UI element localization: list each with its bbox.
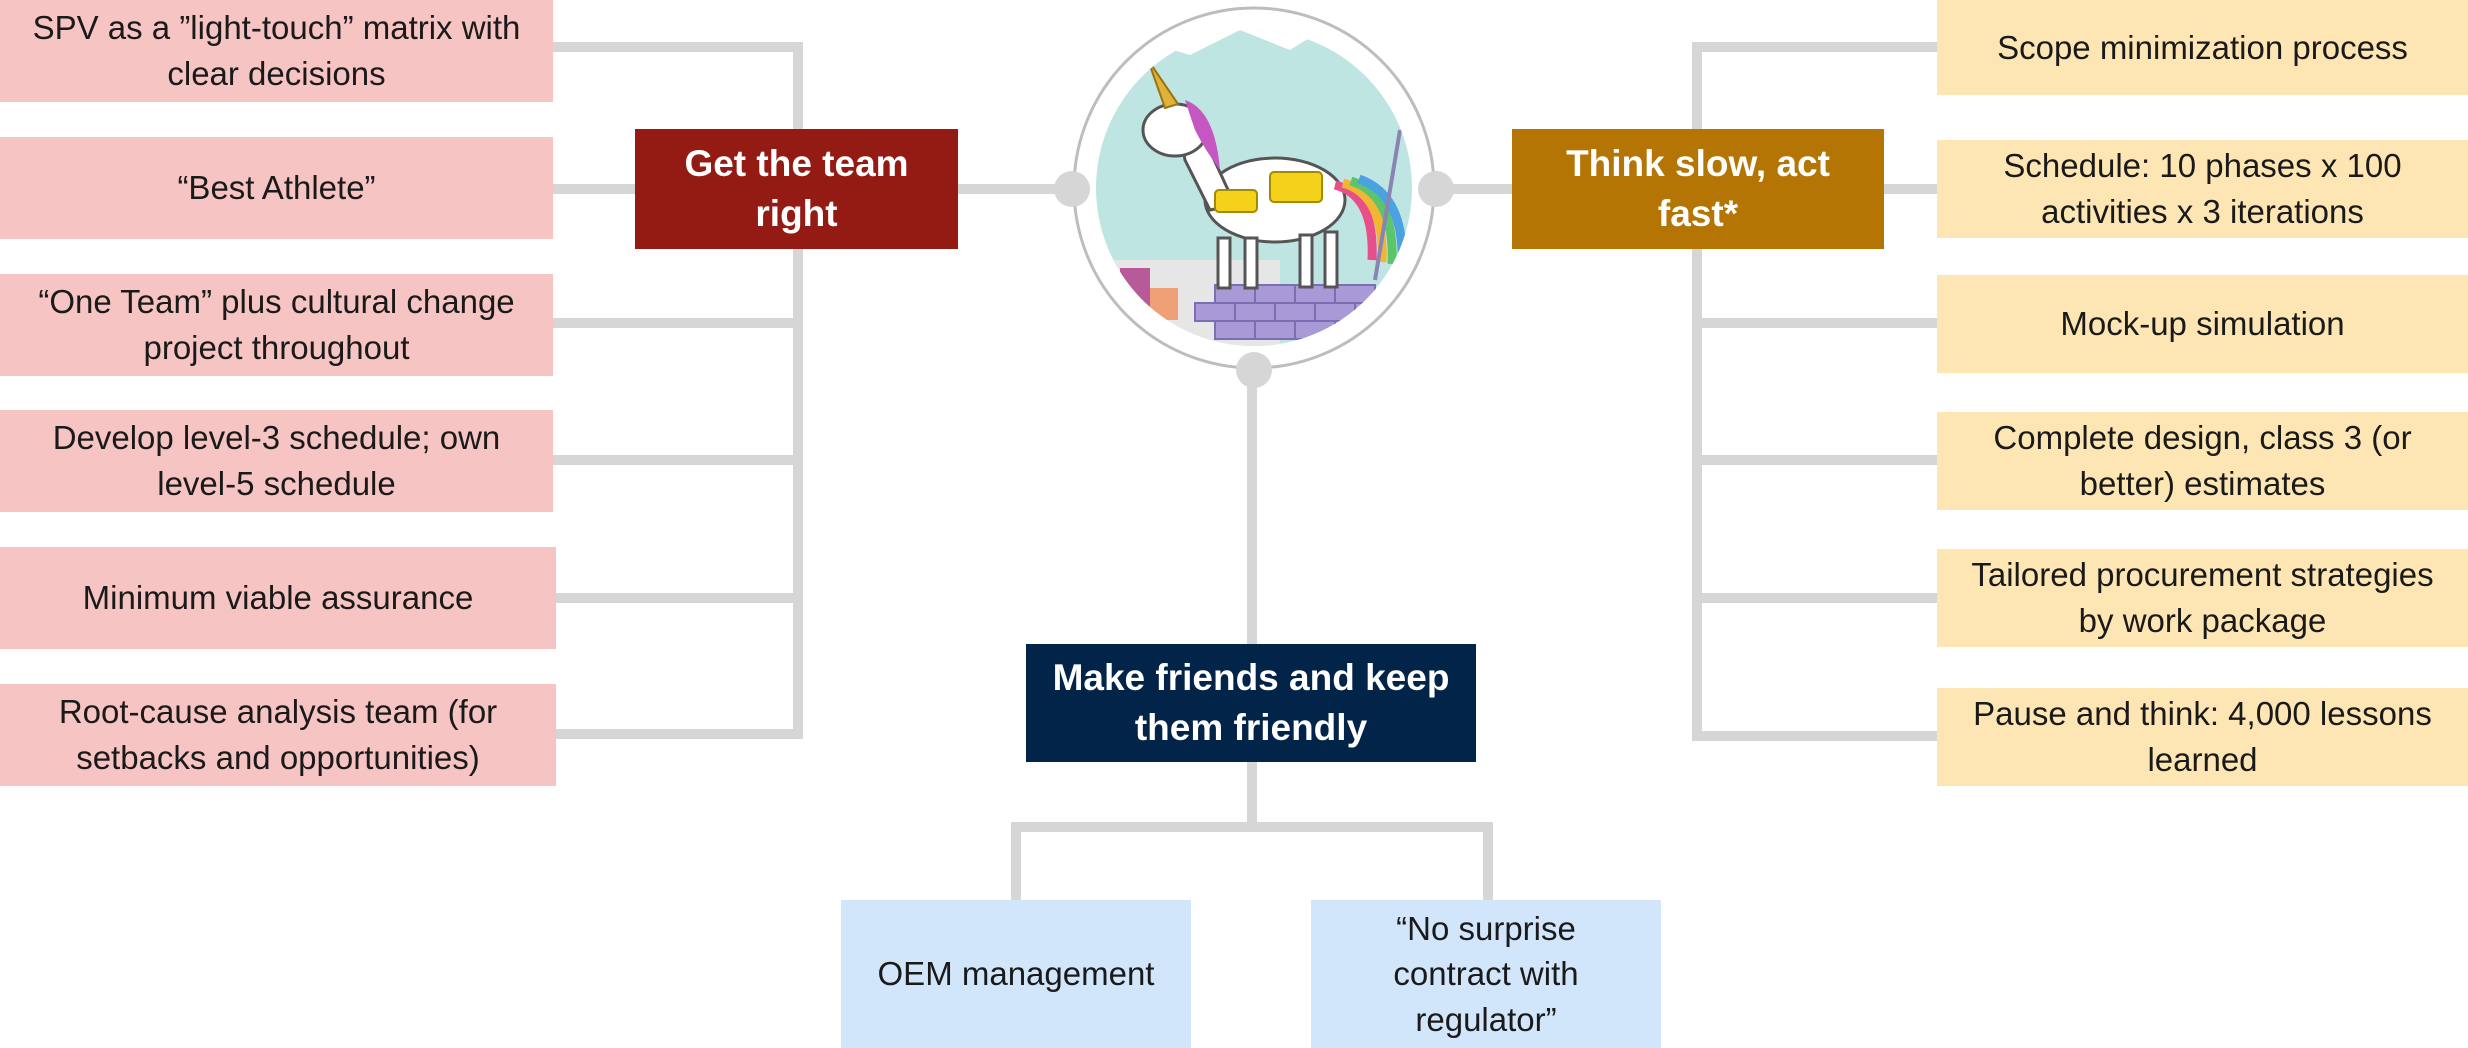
connector-left-6 [553, 729, 803, 739]
connector-bottom-hub [1247, 372, 1257, 644]
right-item-2: Schedule: 10 phases x 100 activities x 3… [1937, 140, 2468, 238]
node-dot-left [1054, 171, 1090, 207]
right-item-5: Tailored procurement strategies by work … [1937, 549, 2468, 647]
connector-right-2 [1884, 184, 1937, 194]
connector-bottom-right [1483, 822, 1493, 900]
hub-get-the-team-right: Get the team right [635, 129, 958, 249]
connector-left-2 [553, 184, 635, 194]
connector-right-5 [1692, 593, 1937, 603]
connector-left-hub [958, 184, 1073, 194]
right-item-6: Pause and think: 4,000 lessons learned [1937, 688, 2468, 786]
connector-left-3 [553, 318, 803, 328]
left-item-1: SPV as a ”light-touch” matrix with clear… [0, 0, 553, 102]
left-item-2: “Best Athlete” [0, 137, 553, 239]
connector-right-1 [1692, 42, 1937, 52]
connector-left-spine [793, 42, 803, 739]
bottom-item-1: OEM management [841, 900, 1191, 1048]
node-dot-bottom [1236, 352, 1272, 388]
right-item-1: Scope minimization process [1937, 0, 2468, 95]
right-item-4: Complete design, class 3 (or better) est… [1937, 412, 2468, 510]
connector-bottom-left [1011, 822, 1021, 900]
connector-bottom-bar [1011, 822, 1493, 832]
connector-right-6 [1692, 731, 1937, 741]
connector-bottom-stem [1247, 762, 1257, 822]
right-item-3: Mock-up simulation [1937, 275, 2468, 373]
left-item-6: Root-cause analysis team (for setbacks a… [0, 684, 556, 786]
left-item-5: Minimum viable assurance [0, 547, 556, 649]
connector-left-1 [553, 42, 803, 52]
connector-left-4 [553, 455, 803, 465]
connector-left-5 [553, 593, 803, 603]
connector-right-spine [1692, 42, 1702, 741]
hub-think-slow-act-fast: Think slow, act fast* [1512, 129, 1884, 249]
hub-make-friends: Make friends and keep them friendly [1026, 644, 1476, 762]
connector-right-hub [1435, 184, 1512, 194]
node-dot-right [1418, 171, 1454, 207]
connector-right-3 [1692, 318, 1937, 328]
left-item-3: “One Team” plus cultural change project … [0, 274, 553, 376]
bottom-item-2: “No surprise contract with regulator” [1311, 900, 1661, 1048]
left-item-4: Develop level-3 schedule; own level-5 sc… [0, 410, 553, 512]
connector-right-4 [1692, 455, 1937, 465]
